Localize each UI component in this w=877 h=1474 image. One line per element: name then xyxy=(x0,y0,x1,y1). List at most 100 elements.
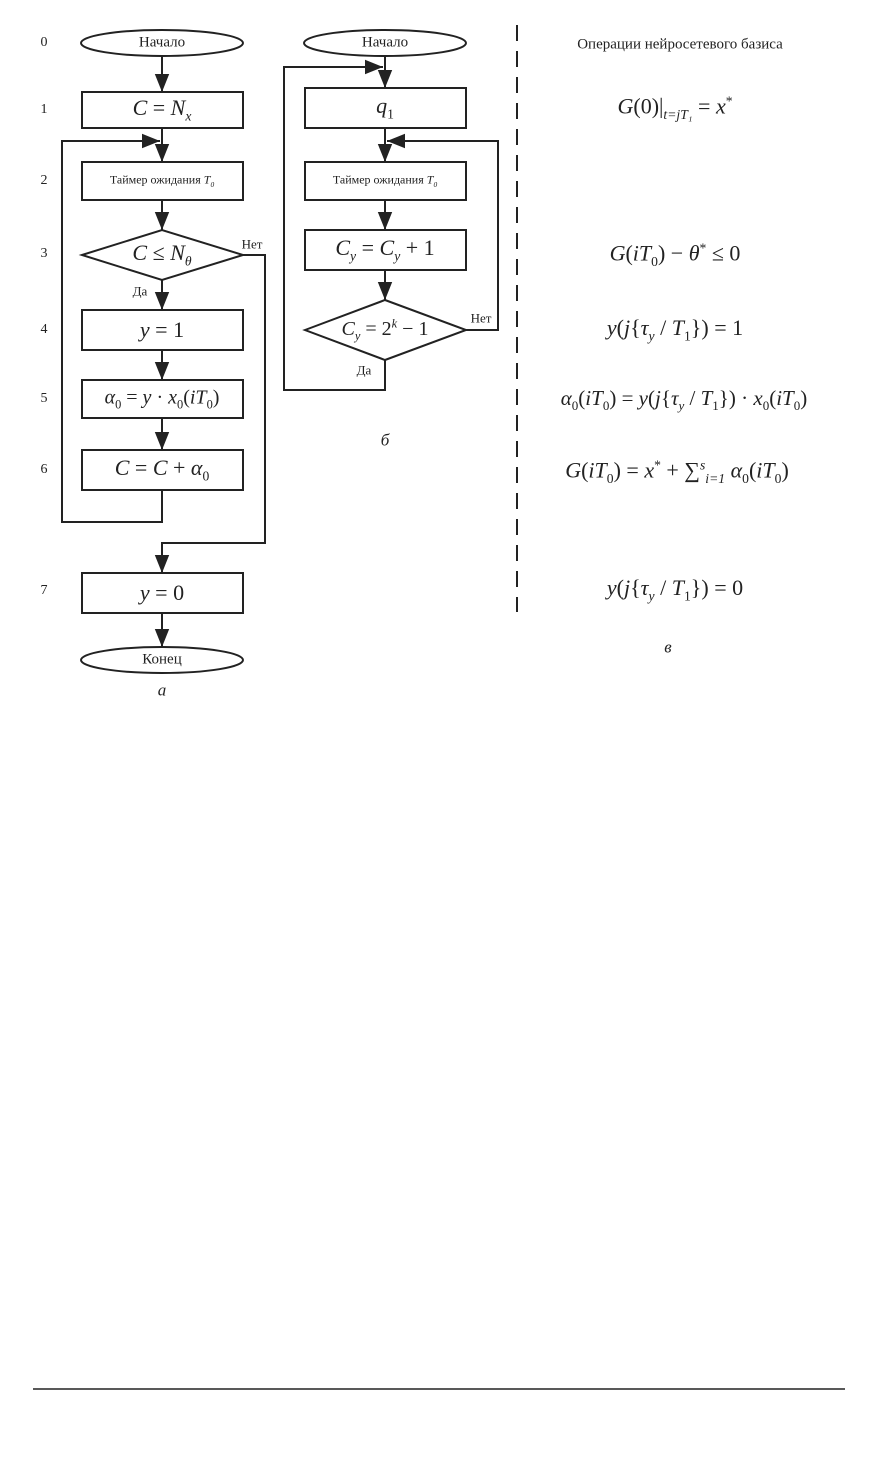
formula-segment: j xyxy=(623,314,631,340)
formula-segment: C xyxy=(132,94,148,120)
formula-segment: G xyxy=(617,93,634,119)
row-number: 2 xyxy=(40,173,48,188)
caption-c: в xyxy=(664,637,672,657)
formula-segment: = 0 xyxy=(149,580,185,605)
formula-segment: τ xyxy=(640,314,649,340)
formula-1: G(0)|t=jT₁ = x* xyxy=(617,94,732,121)
formula-segment: τ xyxy=(640,574,649,600)
formula-segment: + xyxy=(167,454,191,480)
no-label-b: Нет xyxy=(470,310,492,326)
formula-segment: ) xyxy=(781,457,789,483)
formula-5: G(iT0) = x* + ∑si=1 α0(iT0) xyxy=(565,458,789,485)
formula-segment: 1 xyxy=(683,328,691,344)
formula-segment: * xyxy=(699,240,707,256)
counter-text: Cy = Cy + 1 xyxy=(335,234,434,264)
formula-segment: N xyxy=(170,94,186,120)
formula-segment: y xyxy=(606,574,617,600)
formula-segment: N xyxy=(170,239,185,265)
row-number: 3 xyxy=(40,246,48,261)
formula-segment: * xyxy=(654,457,661,473)
formula-segment: 0 xyxy=(774,471,782,487)
formula-segment: y xyxy=(648,588,655,604)
formula-segment: iT xyxy=(585,385,603,410)
row-number: 1 xyxy=(40,102,48,117)
yes-label-b: Да xyxy=(356,362,372,378)
formula-segment: = xyxy=(129,454,153,480)
row-number: 4 xyxy=(40,322,48,337)
formula-segment: 0 xyxy=(793,398,801,414)
formula-segment: ( xyxy=(625,240,633,266)
formula-segment: G xyxy=(565,457,582,483)
panel-title: Операции нейросетевого базиса xyxy=(577,36,783,53)
formula-segment: T xyxy=(671,314,684,340)
formula-2: G(iT0) − θ* ≤ 0 xyxy=(610,241,741,268)
formula-segment: ( xyxy=(648,385,655,410)
formula-segment: θ xyxy=(184,253,192,269)
formula-segment: C xyxy=(114,454,130,480)
formula-segment: i=1 xyxy=(705,471,726,487)
start-label-a: Начало xyxy=(138,34,186,51)
decision-b-text: Cy = 2k − 1 xyxy=(342,317,429,342)
formula-segment: = xyxy=(147,94,171,120)
formula-segment: }) = 1 xyxy=(690,314,744,340)
formula-segment: / xyxy=(654,314,672,340)
formula-segment: iT xyxy=(776,385,794,410)
formula-segment: = 1 xyxy=(149,317,185,342)
block-6-text: C = C + α0 xyxy=(114,454,210,484)
formula-segment: y xyxy=(678,398,685,414)
formula-segment: y xyxy=(648,328,655,344)
block-q1-text: q1 xyxy=(376,94,394,121)
formula-segment: x xyxy=(168,386,177,409)
formula-segment: y xyxy=(139,317,150,342)
formula-segment: (0)| xyxy=(633,93,664,119)
block-5-text: α0 = y · x0(iT0) xyxy=(105,387,220,410)
formula-segment: }) · xyxy=(718,385,754,410)
formula-segment: 0 xyxy=(762,398,770,414)
block-7-text: y = 0 xyxy=(140,582,184,604)
formula-segment: }) = 0 xyxy=(690,574,744,600)
block-1-text: C = Nx xyxy=(132,94,192,124)
formula-segment: 0 xyxy=(433,179,438,189)
formula-segment: θ xyxy=(688,240,700,266)
formula-segment: ( xyxy=(581,457,589,483)
formula-segment: 0 xyxy=(651,254,658,270)
formula-segment: C xyxy=(379,234,395,260)
formula-segment: τ xyxy=(670,385,679,410)
formula-segment: { xyxy=(630,574,641,600)
formula-segment: ( xyxy=(183,386,190,409)
formula-segment: 1 xyxy=(712,398,719,414)
formula-segment: iT xyxy=(756,457,775,483)
formula-6: y(j{τy / T1}) = 0 xyxy=(606,574,744,604)
formula-segment: G xyxy=(609,240,626,266)
formula-segment: y xyxy=(606,314,617,340)
formula-segment: 0 xyxy=(202,468,210,484)
formula-segment: * xyxy=(725,93,733,109)
formula-segment: x xyxy=(185,108,192,124)
formula-segment: / xyxy=(654,574,672,600)
formula-segment: ≤ 0 xyxy=(706,240,741,266)
row-number: 5 xyxy=(40,391,48,406)
formula-segment: T xyxy=(203,172,211,187)
formula-segment: T xyxy=(426,172,434,187)
no-label-a: Нет xyxy=(241,236,263,252)
end-label-a: Конец xyxy=(142,651,182,668)
formula-segment: C xyxy=(335,234,351,260)
formula-segment: { xyxy=(630,314,641,340)
formula-segment: C xyxy=(341,318,355,341)
formula-segment: 0 xyxy=(206,397,213,412)
formula-segment: ) = xyxy=(609,385,639,410)
formula-segment: Таймер ожидания xyxy=(332,172,427,187)
formula-segment: y xyxy=(394,248,401,264)
formula-segment: = 2 xyxy=(360,318,392,341)
formula-segment: y xyxy=(350,248,357,264)
yes-label-a: Да xyxy=(132,283,148,299)
formula-segment: y xyxy=(638,385,648,410)
formula-segment: ) − xyxy=(657,240,689,266)
formula-4: α0(iT0) = y(j{τy / T1}) · x0(iT0) xyxy=(561,385,808,414)
formula-segment: ) = xyxy=(613,457,645,483)
row-number: 7 xyxy=(40,583,48,598)
formula-segment: α xyxy=(730,457,743,483)
formula-segment: 0 xyxy=(571,398,579,414)
